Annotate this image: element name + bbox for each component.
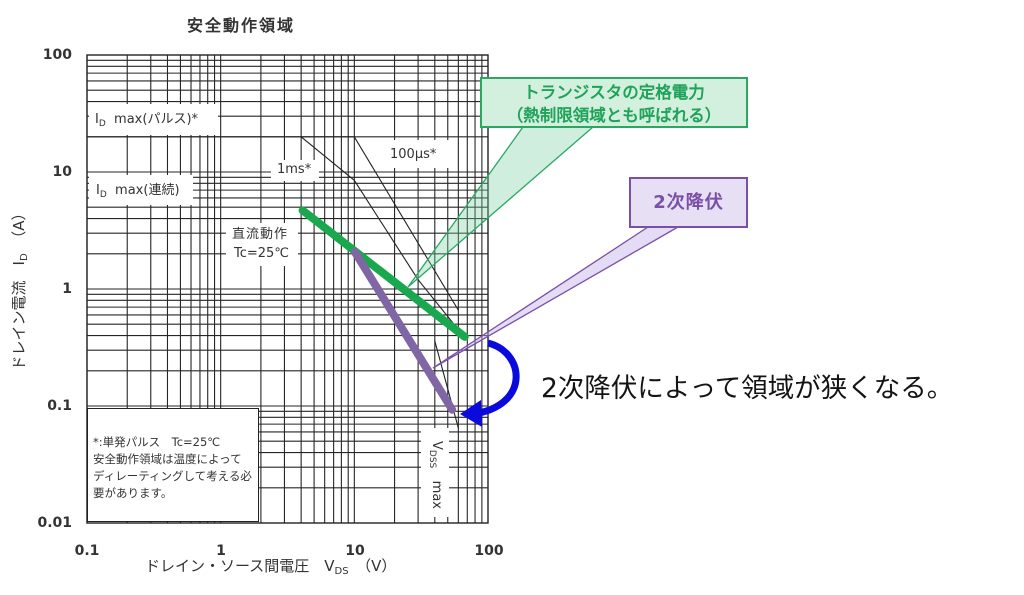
pulse-100us-curve [353,136,459,311]
id-max-cont-text: max(連続) [106,183,180,198]
thermal-limit-line [298,206,469,341]
footnote-box: *:単発パルス Tc=25℃ 安全動作領域は温度によってディレーティングして考える… [87,408,259,522]
id-max-pulse-sub: D [98,119,106,129]
dc-label-line1: 直流動作 [232,227,289,242]
y-axis-label-unit: （A） [10,205,28,254]
x-axis-label-sub: DS [334,566,349,577]
footnote-line: ディレーティングして考える必 [93,469,252,483]
id-max-cont-sub: D [99,190,107,200]
secondary-breakdown-callout: 2次降伏 [629,177,748,228]
id-max-pulse-symbol: I [95,112,99,127]
x-axis-label-unit: （V） [348,557,397,575]
y-axis-label: ドレイン電流 ID （A） [9,188,35,388]
x-tick-1: 1 [216,543,226,559]
plot-frame [86,54,489,524]
x-axis-label: ドレイン・ソース間電圧 VDS （V） [145,556,396,582]
thermal-callout-line1: トランジスタの定格電力 [523,83,705,102]
y-tick-0.01: 0.01 [37,515,72,531]
thermal-limit-callout: トランジスタの定格電力 （熱制限領域とも呼ばれる） [480,77,748,128]
pulse-100us-label: 100μs* [390,147,437,162]
dc-tail-curve [434,340,459,429]
y-tick-1: 1 [62,281,72,297]
y-tick-100: 100 [42,47,72,63]
annotation-note: 2次降伏によって領域が狭くなる。 [541,373,954,404]
arrowhead-icon [460,400,482,427]
pulse-1ms-curve [300,136,459,331]
narrowing-arrow-icon [478,339,520,417]
y-axis-label-text: ドレイン電流 I [10,261,28,371]
secondary-breakdown-line [350,248,457,414]
id-max-pulse-label: ID max(パルス)* [95,111,198,133]
y-axis-label-sub: D [19,253,30,262]
footnote-line: *:単発パルス Tc=25℃ [93,435,221,449]
footnote-line: 安全動作領域は温度によって [93,452,242,466]
x-tick-100: 100 [474,543,504,559]
vdss-label-bg [421,428,449,517]
id-max-cont-label-bg [89,175,193,205]
id-max-cont-symbol: I [96,183,100,198]
chart-title: 安全動作領域 [187,16,296,35]
breakdown-callout-pointer [432,226,681,369]
footnote-line: 要があります。 [93,486,173,500]
thermal-callout-line2: （熱制限領域とも呼ばれる） [506,106,722,125]
id-max-pulse-text: max(パルス)* [105,112,199,127]
dc-label-bg [226,223,298,266]
x-tick-0.1: 0.1 [74,543,100,559]
y-tick-0.1: 0.1 [47,398,72,414]
id-max-cont-label: ID max(連続) [96,182,180,204]
thermal-callout-pointer [407,126,595,288]
id-max-pulse-label-bg [89,104,218,135]
pulse-100us-label-bg [379,140,454,168]
pulse-1ms-label-bg [271,160,319,181]
y-tick-10: 10 [52,164,72,180]
x-tick-10: 10 [345,543,365,559]
dc-label-line2: Tc=25℃ [234,246,289,261]
x-axis-label-text: ドレイン・ソース間電圧 V [145,557,335,575]
pulse-1ms-label: 1ms* [277,162,312,177]
